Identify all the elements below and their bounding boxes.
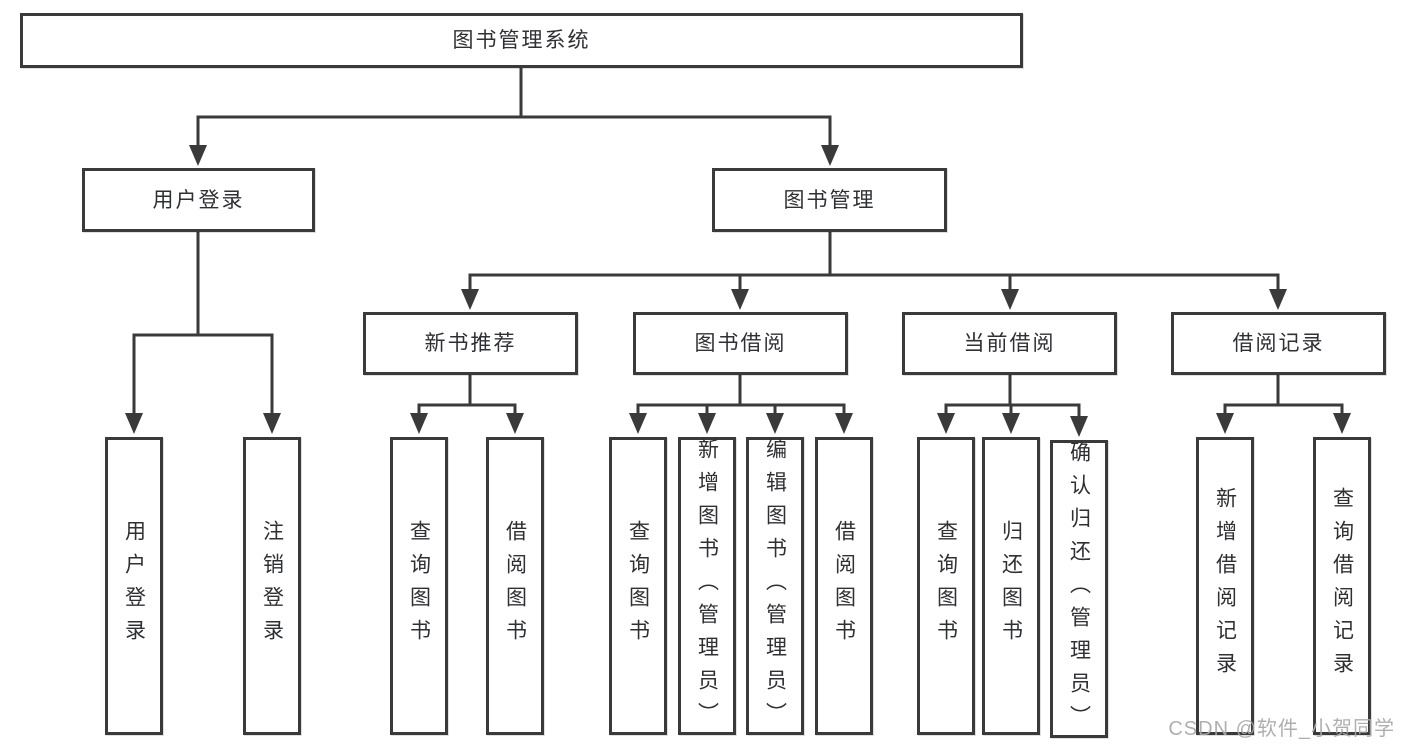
- connector-line: [944, 375, 1081, 418]
- connector-user-login-children: [125, 232, 281, 434]
- arrowhead-borrow-edit-books: [766, 413, 784, 434]
- node-root-label: 图书管理系统: [452, 29, 591, 52]
- connector-line: [636, 375, 846, 418]
- connector-borrow-records-children: [1216, 375, 1351, 434]
- arrowhead-user-login: [189, 145, 207, 166]
- leaf-recommend-borrow-books-label: 借阅图书: [503, 520, 527, 652]
- connector-line: [196, 68, 832, 150]
- node-new-book-recommend: 新书推荐: [363, 312, 578, 375]
- connector-book-borrow-children: [629, 375, 853, 434]
- arrowhead-borrow-records: [1269, 289, 1287, 310]
- arrowhead-leaf-user-login: [125, 413, 143, 434]
- node-current-borrow-label: 当前借阅: [963, 332, 1056, 355]
- connector-line: [468, 232, 1280, 294]
- leaf-current-query-books: 查询图书: [917, 437, 975, 735]
- arrowhead-current-query-books: [937, 413, 955, 434]
- leaf-current-return-books-label: 归还图书: [999, 520, 1023, 652]
- node-book-borrow-label: 图书借阅: [694, 332, 787, 355]
- leaf-logout-login: 注销登录: [243, 437, 301, 735]
- connector-new-book-recommend-children: [410, 375, 524, 434]
- node-user-login: 用户登录: [82, 168, 315, 232]
- connector-root-to-level2: [189, 68, 839, 166]
- leaf-user-login-label: 用户登录: [122, 520, 146, 652]
- node-borrow-records-label: 借阅记录: [1232, 332, 1325, 355]
- leaf-current-confirm-return-admin-label: 确认归还（管理员）: [1067, 440, 1091, 738]
- arrowhead-book-management: [821, 145, 839, 166]
- node-current-borrow: 当前借阅: [902, 312, 1117, 375]
- arrowhead-records-add-record: [1216, 413, 1234, 434]
- node-book-management-label: 图书管理: [783, 188, 876, 212]
- arrowhead-new-book-recommend: [461, 289, 479, 310]
- leaf-current-confirm-return-admin: 确认归还（管理员）: [1050, 440, 1108, 738]
- arrowhead-borrow-query-books: [629, 413, 647, 434]
- leaf-borrow-borrow-books-label: 借阅图书: [832, 520, 856, 652]
- connector-book-management-children: [461, 232, 1287, 310]
- leaf-records-add-record-label: 新增借阅记录: [1213, 487, 1237, 685]
- connector-current-borrow-children: [937, 375, 1088, 437]
- node-borrow-records: 借阅记录: [1171, 312, 1386, 375]
- node-book-borrow: 图书借阅: [633, 312, 848, 375]
- arrowhead-borrow-borrow-books: [835, 413, 853, 434]
- arrowhead-recommend-query-books: [410, 413, 428, 434]
- arrowhead-current-borrow: [1001, 289, 1019, 310]
- leaf-current-return-books: 归还图书: [982, 437, 1040, 735]
- leaf-borrow-add-books-admin-label: 新增图书（管理员）: [695, 437, 719, 735]
- arrowhead-current-return-books: [1002, 413, 1020, 434]
- leaf-records-query-record: 查询借阅记录: [1313, 437, 1371, 735]
- watermark: CSDN @软件_小贺同学: [1168, 718, 1395, 740]
- connector-line: [417, 375, 517, 418]
- leaf-borrow-edit-books-admin-label: 编辑图书（管理员）: [763, 437, 787, 735]
- leaf-recommend-borrow-books: 借阅图书: [486, 437, 544, 735]
- leaf-current-query-books-label: 查询图书: [934, 520, 958, 652]
- node-book-management: 图书管理: [712, 168, 947, 232]
- node-new-book-recommend-label: 新书推荐: [424, 332, 517, 355]
- arrowhead-recommend-borrow-books: [506, 413, 524, 434]
- leaf-borrow-edit-books-admin: 编辑图书（管理员）: [746, 437, 804, 735]
- leaf-user-login: 用户登录: [105, 437, 163, 735]
- leaf-recommend-query-books-label: 查询图书: [407, 520, 431, 652]
- node-root: 图书管理系统: [20, 13, 1023, 68]
- leaf-recommend-query-books: 查询图书: [390, 437, 448, 735]
- arrowhead-borrow-add-books: [698, 413, 716, 434]
- connector-line: [132, 232, 274, 418]
- node-user-login-label: 用户登录: [152, 188, 245, 212]
- leaf-borrow-query-books: 查询图书: [609, 437, 667, 735]
- connector-line: [1223, 375, 1344, 418]
- leaf-logout-login-label: 注销登录: [260, 520, 284, 652]
- leaf-borrow-add-books-admin: 新增图书（管理员）: [678, 437, 736, 735]
- arrowhead-current-confirm-return: [1070, 416, 1088, 437]
- leaf-records-query-record-label: 查询借阅记录: [1330, 487, 1354, 685]
- arrowhead-leaf-logout: [263, 413, 281, 434]
- leaf-borrow-query-books-label: 查询图书: [626, 520, 650, 652]
- leaf-records-add-record: 新增借阅记录: [1196, 437, 1254, 735]
- arrowhead-book-borrow: [731, 289, 749, 310]
- leaf-borrow-borrow-books: 借阅图书: [815, 437, 873, 735]
- arrowhead-records-query-record: [1333, 413, 1351, 434]
